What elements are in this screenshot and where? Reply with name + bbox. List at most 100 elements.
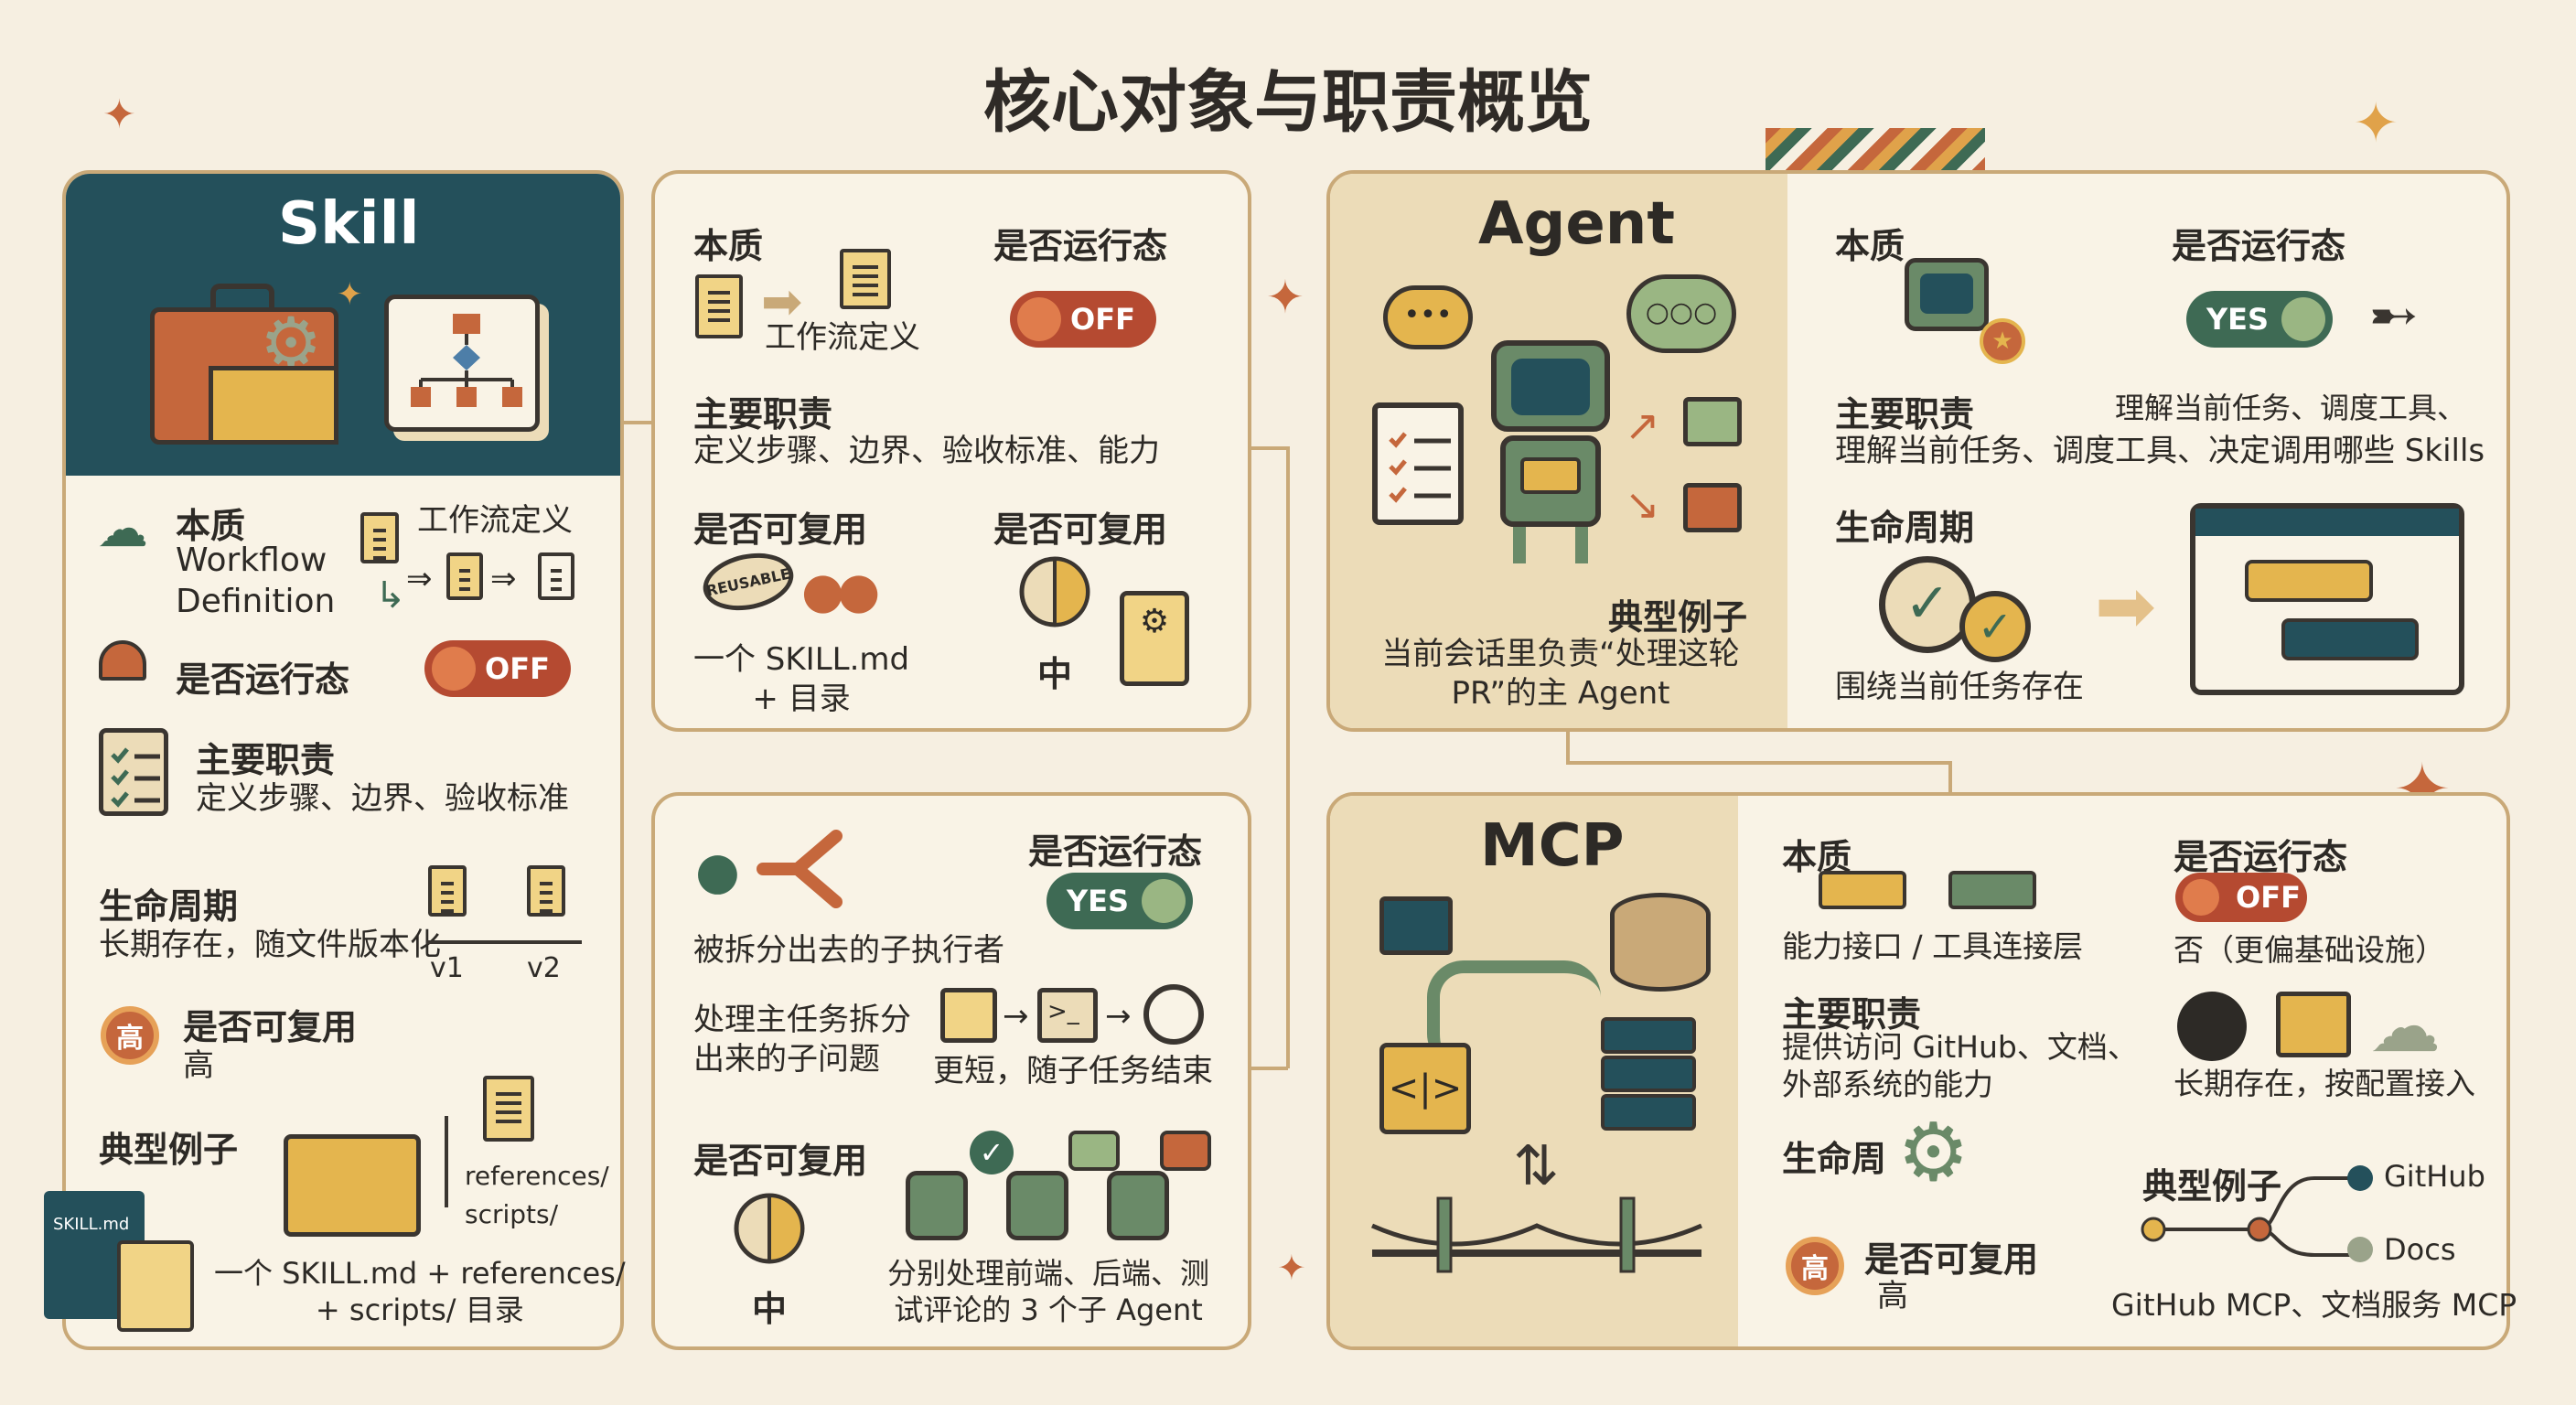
- check-bubble-icon: ✓: [970, 1131, 1014, 1174]
- robot-body-icon: [1500, 435, 1601, 527]
- detail-nature-label: 本质: [693, 226, 764, 266]
- sub-reuse-label: 是否可复用: [693, 1141, 868, 1181]
- mcp-runtime-toggle[interactable]: OFF: [2175, 873, 2307, 922]
- detail-reuse-label-2: 是否可复用: [993, 509, 1168, 550]
- sub-runtime-label: 是否运行态: [1028, 831, 1203, 872]
- mcp-lifecycle-value: 长期存在，按配置接入: [2174, 1066, 2475, 1101]
- detail-reuse-value: 一个 SKILL.md + 目录: [693, 641, 910, 717]
- document-icon: [538, 552, 574, 600]
- agent-runtime-label: 是否运行态: [2172, 226, 2346, 266]
- clipboard-icon: [99, 728, 168, 816]
- socket-icon: [1948, 871, 2036, 909]
- robot-icon: [1006, 1171, 1068, 1240]
- mcp-runtime-value: 否（更偏基础设施）: [2174, 932, 2445, 968]
- siren-icon: [99, 640, 146, 681]
- people-icon: ●●: [801, 562, 880, 619]
- toggle-label: OFF: [485, 651, 550, 686]
- arrow-icon: ⇒: [406, 561, 433, 597]
- skill-example-label: 典型例子: [99, 1130, 239, 1170]
- document-icon: [483, 1076, 534, 1142]
- mcp-nature-label: 本质: [1782, 837, 1852, 877]
- mcp-nature-value: 能力接口 / 工具连接层: [1782, 928, 2084, 964]
- toggle-label: OFF: [2236, 880, 2301, 915]
- toggle-label: YES: [2206, 302, 2270, 337]
- connector-line: [1250, 446, 1288, 450]
- scroll-doc-icon: ⚙: [1120, 591, 1189, 686]
- window-titlebar: [2195, 509, 2459, 536]
- toolbox-lid: [210, 284, 274, 311]
- mcp-duty-label: 主要职责: [1782, 994, 1922, 1035]
- arrow-icon: ⇒: [490, 561, 517, 597]
- detail-reuse-label: 是否可复用: [693, 509, 868, 550]
- mcp-reuse-value: 高: [1877, 1278, 1908, 1314]
- server-icon: [1601, 1056, 1696, 1092]
- chat-window-icon: [2190, 503, 2464, 695]
- connector-line: [1250, 1067, 1288, 1070]
- document-icon: [446, 552, 483, 600]
- person-icon: ●: [695, 842, 740, 901]
- sub-duty-value: 处理主任务拆分 出来的子问题: [693, 1002, 911, 1078]
- mcp-example-value: GitHub MCP、文档服务 MCP: [2111, 1287, 2517, 1323]
- connector-line: [1286, 446, 1290, 1068]
- skill-example-value: 一个 SKILL.md + references/ + scripts/ 目录: [214, 1256, 626, 1327]
- connector-plug-icon: [1379, 896, 1453, 955]
- skill-nature-value: Workflow Definition: [176, 542, 336, 620]
- half-pie-icon: [1019, 556, 1090, 627]
- gear-icon: ⚙: [1897, 1105, 1970, 1199]
- mcp-lifecycle-label: 生命周: [1782, 1139, 1887, 1179]
- high-badge-icon: 高: [1786, 1237, 1844, 1295]
- document-icon: [695, 274, 743, 338]
- running-person-icon: ➸: [2369, 282, 2419, 349]
- folder-tree-lines: [445, 1116, 463, 1207]
- github-icon: [2177, 992, 2247, 1061]
- reusable-stamp-text: REUSABLE: [704, 563, 792, 600]
- sub-example-value: 分别处理前端、后端、测 试评论的 3 个子 Agent: [887, 1256, 1210, 1327]
- robot-screen: [1520, 457, 1581, 494]
- skill-runtime-toggle[interactable]: OFF: [424, 640, 571, 697]
- sparkle-icon: ✦: [102, 91, 136, 138]
- sub-reuse-level: 中: [752, 1289, 788, 1329]
- agent-duty-value: 理解当前任务、调度工具、决定调用哪些 Skills: [1835, 433, 2485, 469]
- document-icon: [840, 249, 891, 309]
- document-v2-icon: [527, 865, 565, 917]
- clock-check-icon: ✓: [1879, 556, 1976, 653]
- branch-github: GitHub: [2384, 1159, 2485, 1194]
- arrow-icon: ↘: [1625, 479, 1660, 529]
- arrow-icon: →: [1105, 998, 1132, 1035]
- skill-duty-label: 主要职责: [196, 740, 336, 780]
- document-icon: [360, 512, 399, 563]
- agent-lifecycle-value: 围绕当前任务存在: [1835, 669, 2084, 705]
- agent-runtime-toggle[interactable]: YES: [2186, 291, 2333, 348]
- folder-orange-icon: [1683, 483, 1742, 532]
- toolbox-front: [209, 366, 338, 445]
- robot-award-icon: [1905, 258, 1989, 331]
- connector-line: [1566, 732, 1570, 763]
- branch-diagram: [2141, 1165, 2373, 1262]
- connector-line: [1948, 761, 1952, 792]
- workflow-icon-label: 工作流定义: [417, 502, 573, 539]
- arrow-icon: ➡: [761, 273, 803, 330]
- skill-runtime-label: 是否运行态: [176, 660, 350, 700]
- toggle-knob: [2183, 879, 2219, 916]
- branch-docs: Docs: [2384, 1232, 2456, 1267]
- sub-runtime-toggle[interactable]: YES: [1046, 873, 1193, 929]
- stripe-decoration: [1766, 128, 1985, 170]
- skill-duty-value: 定义步骤、边界、验收标准: [196, 780, 569, 817]
- toggle-knob: [432, 647, 476, 691]
- skill-reuse-value: 高: [183, 1047, 214, 1084]
- database-icon: [1610, 893, 1711, 992]
- agent-example-label: 典型例子: [1608, 597, 1748, 638]
- robot-icon: [1491, 340, 1610, 432]
- detail-runtime-toggle[interactable]: OFF: [1010, 291, 1156, 348]
- agent-duty-short: 理解当前任务、调度工具、: [2115, 391, 2467, 425]
- award-icon: ★: [1980, 318, 2025, 364]
- robot-face: [1920, 273, 1973, 314]
- window-icon: [940, 988, 997, 1043]
- arrow-icon: ↗: [1625, 401, 1660, 450]
- toggle-knob: [1142, 879, 1186, 923]
- skill-file-label: SKILL.md: [53, 1215, 130, 1234]
- version-timeline: [426, 940, 582, 944]
- sub-lifecycle-value: 更短，随子任务结束: [933, 1053, 1213, 1089]
- agent-example-value: 当前会话里负责“处理这轮 PR”的主 Agent: [1381, 636, 1740, 712]
- bridge-icon: [1370, 1196, 1703, 1273]
